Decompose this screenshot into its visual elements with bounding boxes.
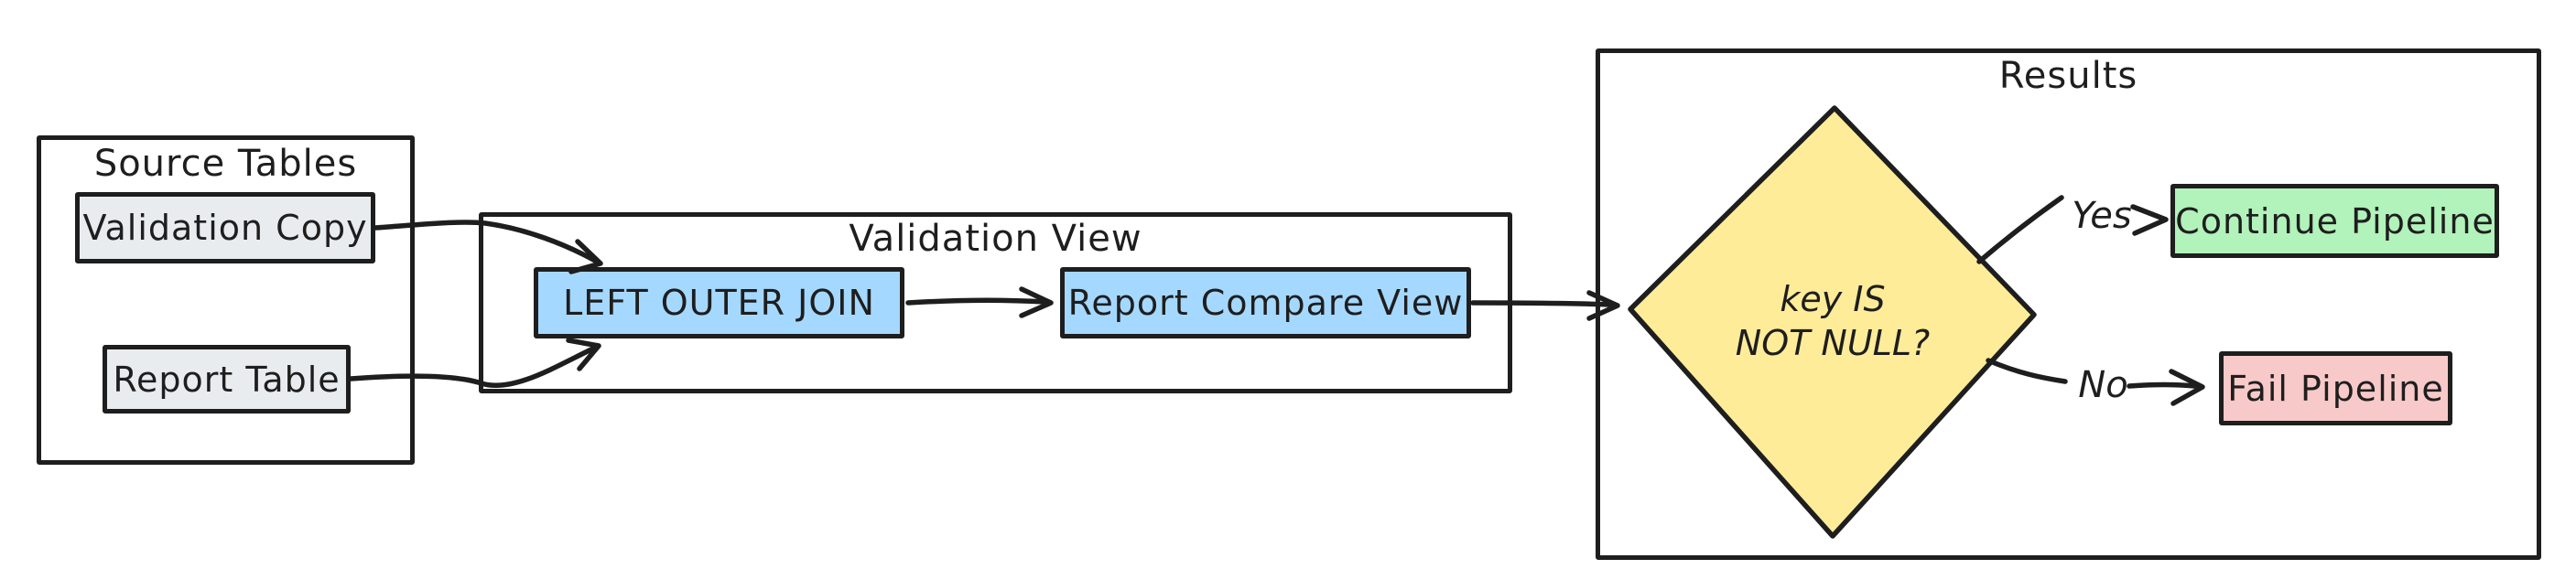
node-report-table-label: Report Table — [113, 359, 341, 400]
node-continue-pipeline-label: Continue Pipeline — [2175, 200, 2495, 242]
node-left-outer-join: LEFT OUTER JOIN — [534, 267, 904, 338]
node-report-table: Report Table — [103, 345, 351, 414]
source-tables-title: Source Tables — [93, 143, 358, 185]
decision-node-label: key IS NOT NULL? — [1712, 278, 1954, 365]
node-validation-copy: Validation Copy — [75, 192, 375, 263]
edge-no-label: No — [2078, 364, 2128, 406]
decision-label-line2: NOT NULL? — [1735, 322, 1931, 363]
node-left-outer-join-label: LEFT OUTER JOIN — [563, 283, 875, 323]
edge-yes-label: Yes — [2072, 195, 2132, 237]
source-tables-group — [37, 135, 415, 465]
node-fail-pipeline: Fail Pipeline — [2219, 351, 2452, 425]
node-report-compare-view: Report Compare View — [1060, 267, 1471, 338]
validation-view-title: Validation View — [849, 218, 1142, 260]
node-report-compare-view-label: Report Compare View — [1067, 283, 1464, 323]
decision-label-line1: key IS — [1780, 279, 1886, 319]
node-continue-pipeline: Continue Pipeline — [2170, 184, 2499, 258]
node-fail-pipeline-label: Fail Pipeline — [2227, 368, 2444, 409]
results-title: Results — [1998, 55, 2138, 97]
node-validation-copy-label: Validation Copy — [82, 208, 368, 248]
